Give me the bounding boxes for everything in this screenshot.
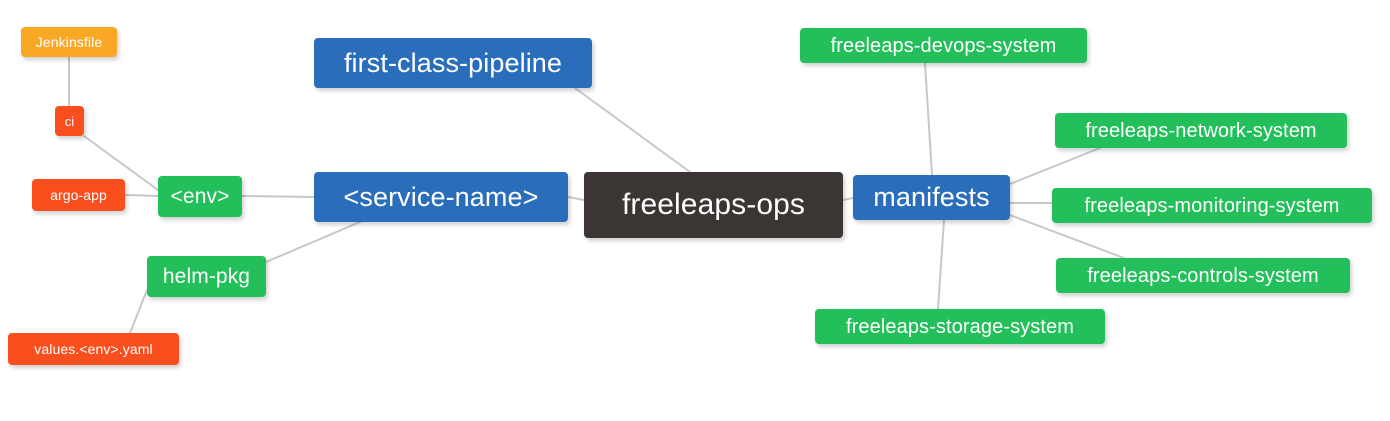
node-label: freeleaps-controls-system (1087, 264, 1319, 287)
edge-manifests-to-freeleaps-storage-system (937, 219, 945, 310)
node-label: helm-pkg (162, 265, 251, 288)
mindmap-node-values-env-yaml[interactable]: values.<env>.yaml (8, 333, 179, 365)
node-label: <env> (170, 185, 230, 208)
node-label: freeleaps-monitoring-system (1084, 194, 1340, 217)
node-label: freeleaps-devops-system (830, 34, 1057, 57)
node-label: freeleaps-network-system (1085, 119, 1317, 142)
node-label: argo-app (50, 187, 107, 203)
mindmap-node-ci[interactable]: ci (55, 106, 84, 136)
mindmap-node-service-name[interactable]: <service-name> (314, 172, 568, 222)
node-label: Jenkinsfile (35, 34, 103, 50)
node-label: values.<env>.yaml (34, 341, 153, 357)
edge-service-name-to-freeleaps-ops (567, 196, 585, 201)
mindmap-node-freeleaps-controls-system[interactable]: freeleaps-controls-system (1056, 258, 1350, 293)
mindmap-node-freeleaps-network-system[interactable]: freeleaps-network-system (1055, 113, 1347, 148)
edge-first-class-pipeline-to-freeleaps-ops (574, 87, 691, 173)
edge-service-name-to-env (241, 195, 315, 198)
edge-helm-pkg-to-values-env-yaml (129, 289, 148, 334)
mindmap-node-freeleaps-storage-system[interactable]: freeleaps-storage-system (815, 309, 1105, 344)
edge-manifests-to-freeleaps-devops-system (924, 62, 933, 176)
mindmap-node-freeleaps-devops-system[interactable]: freeleaps-devops-system (800, 28, 1087, 63)
edge-freeleaps-ops-to-manifests (842, 197, 854, 201)
mindmap-node-manifests[interactable]: manifests (853, 175, 1010, 220)
node-label: manifests (873, 182, 990, 212)
edge-env-to-argo-app (124, 194, 159, 197)
node-label: freeleaps-ops (621, 188, 806, 221)
mindmap-node-argo-app[interactable]: argo-app (32, 179, 125, 211)
node-label: freeleaps-storage-system (845, 315, 1075, 338)
node-label: first-class-pipeline (343, 47, 563, 78)
mindmap-node-first-class-pipeline[interactable]: first-class-pipeline (314, 38, 592, 88)
mindmap-node-freeleaps-monitoring-system[interactable]: freeleaps-monitoring-system (1052, 188, 1372, 223)
edge-manifests-to-freeleaps-network-system (1009, 147, 1101, 185)
mindmap-node-env[interactable]: <env> (158, 176, 242, 217)
mindmap-node-jenkinsfile[interactable]: Jenkinsfile (21, 27, 117, 57)
edge-service-name-to-helm-pkg (265, 221, 361, 263)
mindmap-node-helm-pkg[interactable]: helm-pkg (147, 256, 266, 297)
node-label: ci (64, 113, 75, 129)
node-label: <service-name> (343, 181, 539, 212)
mindmap-node-freeleaps-ops[interactable]: freeleaps-ops (584, 172, 843, 238)
